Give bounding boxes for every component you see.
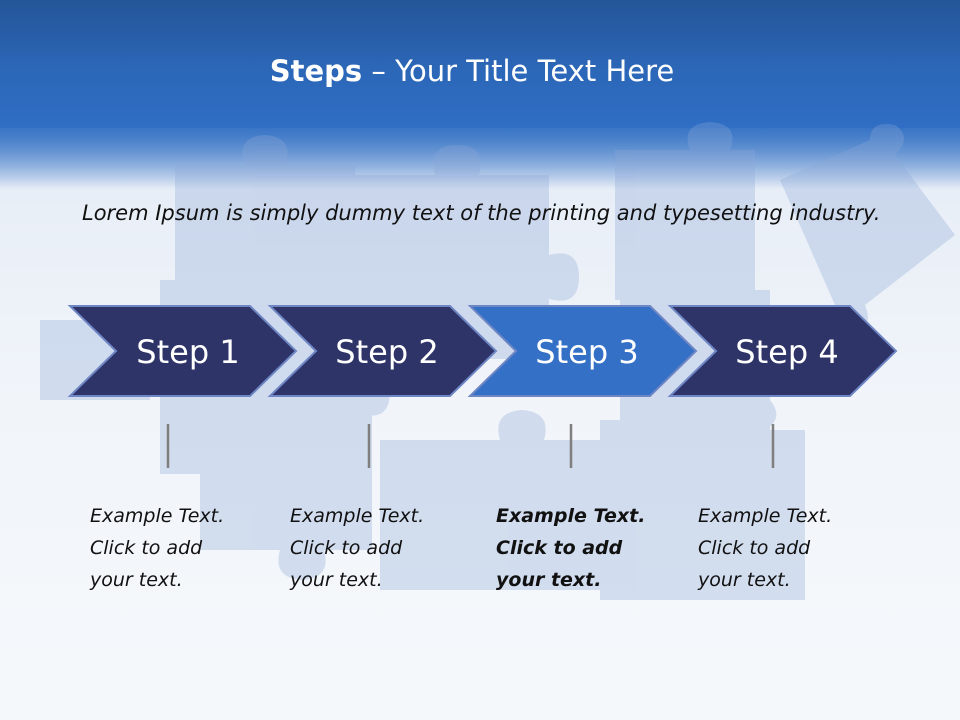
header-fade [0, 128, 960, 188]
step-chevron-1[interactable] [67, 305, 298, 397]
step-label-1: Step 1 [136, 333, 239, 371]
caption-line: your text. [698, 569, 791, 591]
caption-line: Click to add [496, 537, 623, 559]
step-caption-3[interactable]: Example Text. Click to add your text. [496, 500, 666, 596]
page-title[interactable]: Steps – Your Title Text Here [0, 54, 944, 88]
step-caption-2[interactable]: Example Text. Click to add your text. [290, 500, 460, 596]
title-rest: – Your Title Text Here [362, 54, 675, 88]
caption-line: your text. [496, 569, 602, 591]
caption-line: Example Text. [496, 505, 646, 527]
title-bold: Steps [269, 54, 363, 88]
step-label-2: Step 2 [335, 333, 438, 371]
caption-line: your text. [90, 569, 183, 591]
caption-line: Click to add [290, 537, 403, 559]
caption-line: Click to add [90, 537, 203, 559]
step-caption-1[interactable]: Example Text. Click to add your text. [90, 500, 260, 596]
caption-line: Click to add [698, 537, 811, 559]
step-caption-4[interactable]: Example Text. Click to add your text. [698, 500, 868, 596]
caption-line: Example Text. [90, 505, 225, 527]
step-chevron-4[interactable] [667, 305, 898, 397]
caption-line: your text. [290, 569, 383, 591]
step-label-4: Step 4 [735, 333, 838, 371]
step-label-3: Step 3 [535, 333, 638, 371]
header-band [0, 0, 960, 128]
step-chevron-2[interactable] [267, 305, 498, 397]
caption-line: Example Text. [290, 505, 425, 527]
step-chevron-3[interactable] [467, 305, 698, 397]
intro-text[interactable]: Lorem Ipsum is simply dummy text of the … [82, 201, 881, 225]
caption-line: Example Text. [698, 505, 833, 527]
